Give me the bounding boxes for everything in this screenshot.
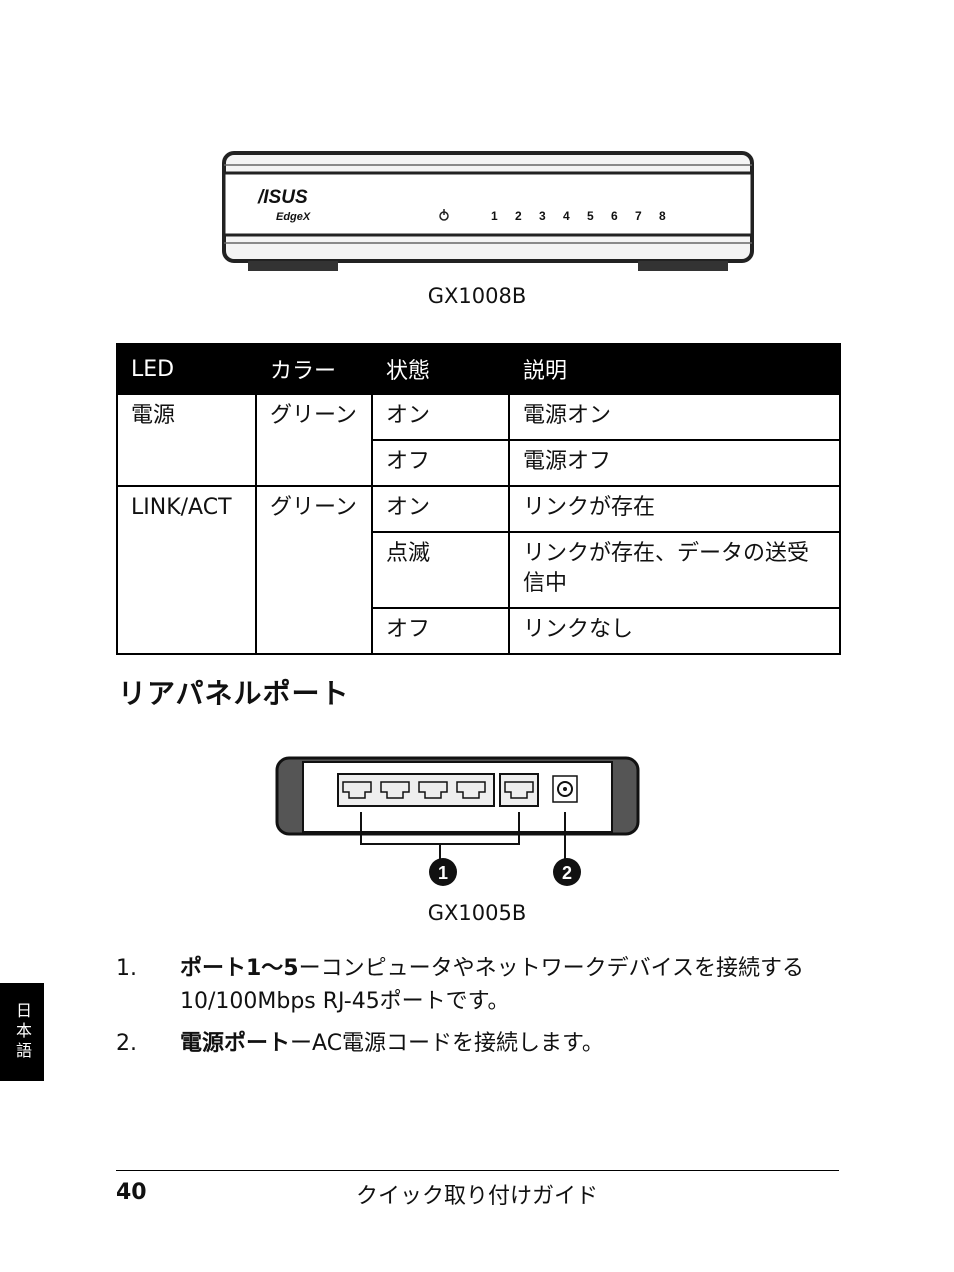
language-side-tab: 日本語 [0, 983, 44, 1081]
port-led-2: 2 [515, 209, 522, 223]
list-dash: ー [290, 1031, 313, 1056]
port-led-7: 7 [635, 209, 642, 223]
list-text: コンピュータやネットワークデバイスを接続する10/100Mbps RJ-45ポー… [180, 956, 804, 1014]
list-title: 電源ポート [180, 1031, 291, 1056]
header-led: LED [116, 343, 257, 395]
table-row: オフ 電源オフ [117, 439, 841, 487]
port-led-6: 6 [611, 209, 618, 223]
svg-text:2: 2 [562, 863, 572, 883]
svg-text:/ISUS: /ISUS [257, 187, 308, 208]
description-cell: リンクが存在 [508, 485, 841, 533]
dc-power-jack-icon [552, 775, 578, 803]
link-led-cell: LINK/ACT [116, 485, 257, 655]
link-color-cell: グリーン [255, 485, 373, 655]
front-device-illustration: /ISUS EdgeX 1 2 3 4 5 6 7 8 [222, 151, 754, 271]
header-description: 説明 [508, 343, 841, 395]
led-table: LED カラー 状態 説明 電源 グリーン オン 電源オン オフ 電源オフ LI… [116, 343, 841, 655]
list-dash: ー [298, 956, 321, 981]
power-led-icon [439, 209, 449, 221]
header-state: 状態 [371, 343, 510, 395]
footer-title: クイック取り付けガイド [355, 1184, 598, 1209]
list-item: 2. 電源ポートーAC電源コードを接続します。 [116, 1027, 840, 1063]
state-cell: オン [371, 393, 510, 441]
port-led-5: 5 [587, 209, 594, 223]
led-table-header: LED カラー 状態 説明 [116, 343, 841, 395]
power-color-cell: グリーン [255, 393, 373, 487]
port-led-8: 8 [659, 209, 666, 223]
table-row: LINK/ACT グリーン オン リンクが存在 [116, 485, 841, 655]
list-number: 2. [116, 1031, 137, 1056]
rear-panel-heading: リアパネルポート [118, 677, 350, 710]
state-cell: オフ [371, 607, 510, 655]
port-led-1: 1 [491, 209, 498, 223]
description-cell: 電源オフ [508, 439, 841, 487]
description-cell: リンクなし [508, 607, 841, 655]
footer-divider [116, 1170, 839, 1171]
state-cell: オン [371, 485, 510, 533]
asus-logo: /ISUS [257, 187, 308, 208]
list-number: 1. [116, 956, 137, 981]
list-title: ポート1～5 [180, 956, 299, 981]
list-text: AC電源コードを接続します。 [312, 1031, 604, 1056]
table-row: オフ リンクなし [117, 607, 841, 655]
description-cell: 電源オン [508, 393, 841, 441]
callout-1-icon: 1 [429, 858, 457, 886]
description-cell: リンクが存在、データの送受信中 [508, 531, 841, 609]
callout-2-icon: 2 [553, 858, 581, 886]
rear-device-caption: GX1005B [427, 901, 527, 925]
rear-device-illustration: 1 2 [275, 756, 640, 886]
port-led-4: 4 [563, 209, 570, 223]
port-led-3: 3 [539, 209, 546, 223]
table-row: 点滅 リンクが存在、データの送受信中 [117, 531, 841, 609]
power-led-cell: 電源 [116, 393, 257, 487]
list-item: 1. ポート1～5ーコンピュータやネットワークデバイスを接続する10/100Mb… [116, 952, 840, 1022]
state-cell: 点滅 [371, 531, 510, 609]
header-color: カラー [255, 343, 373, 395]
state-cell: オフ [371, 439, 510, 487]
front-device-caption: GX1008B [427, 284, 527, 308]
table-row: 電源 グリーン オン 電源オン [116, 393, 841, 487]
model-logo: EdgeX [276, 211, 311, 223]
page-number: 40 [116, 1180, 147, 1205]
svg-text:1: 1 [438, 863, 448, 883]
